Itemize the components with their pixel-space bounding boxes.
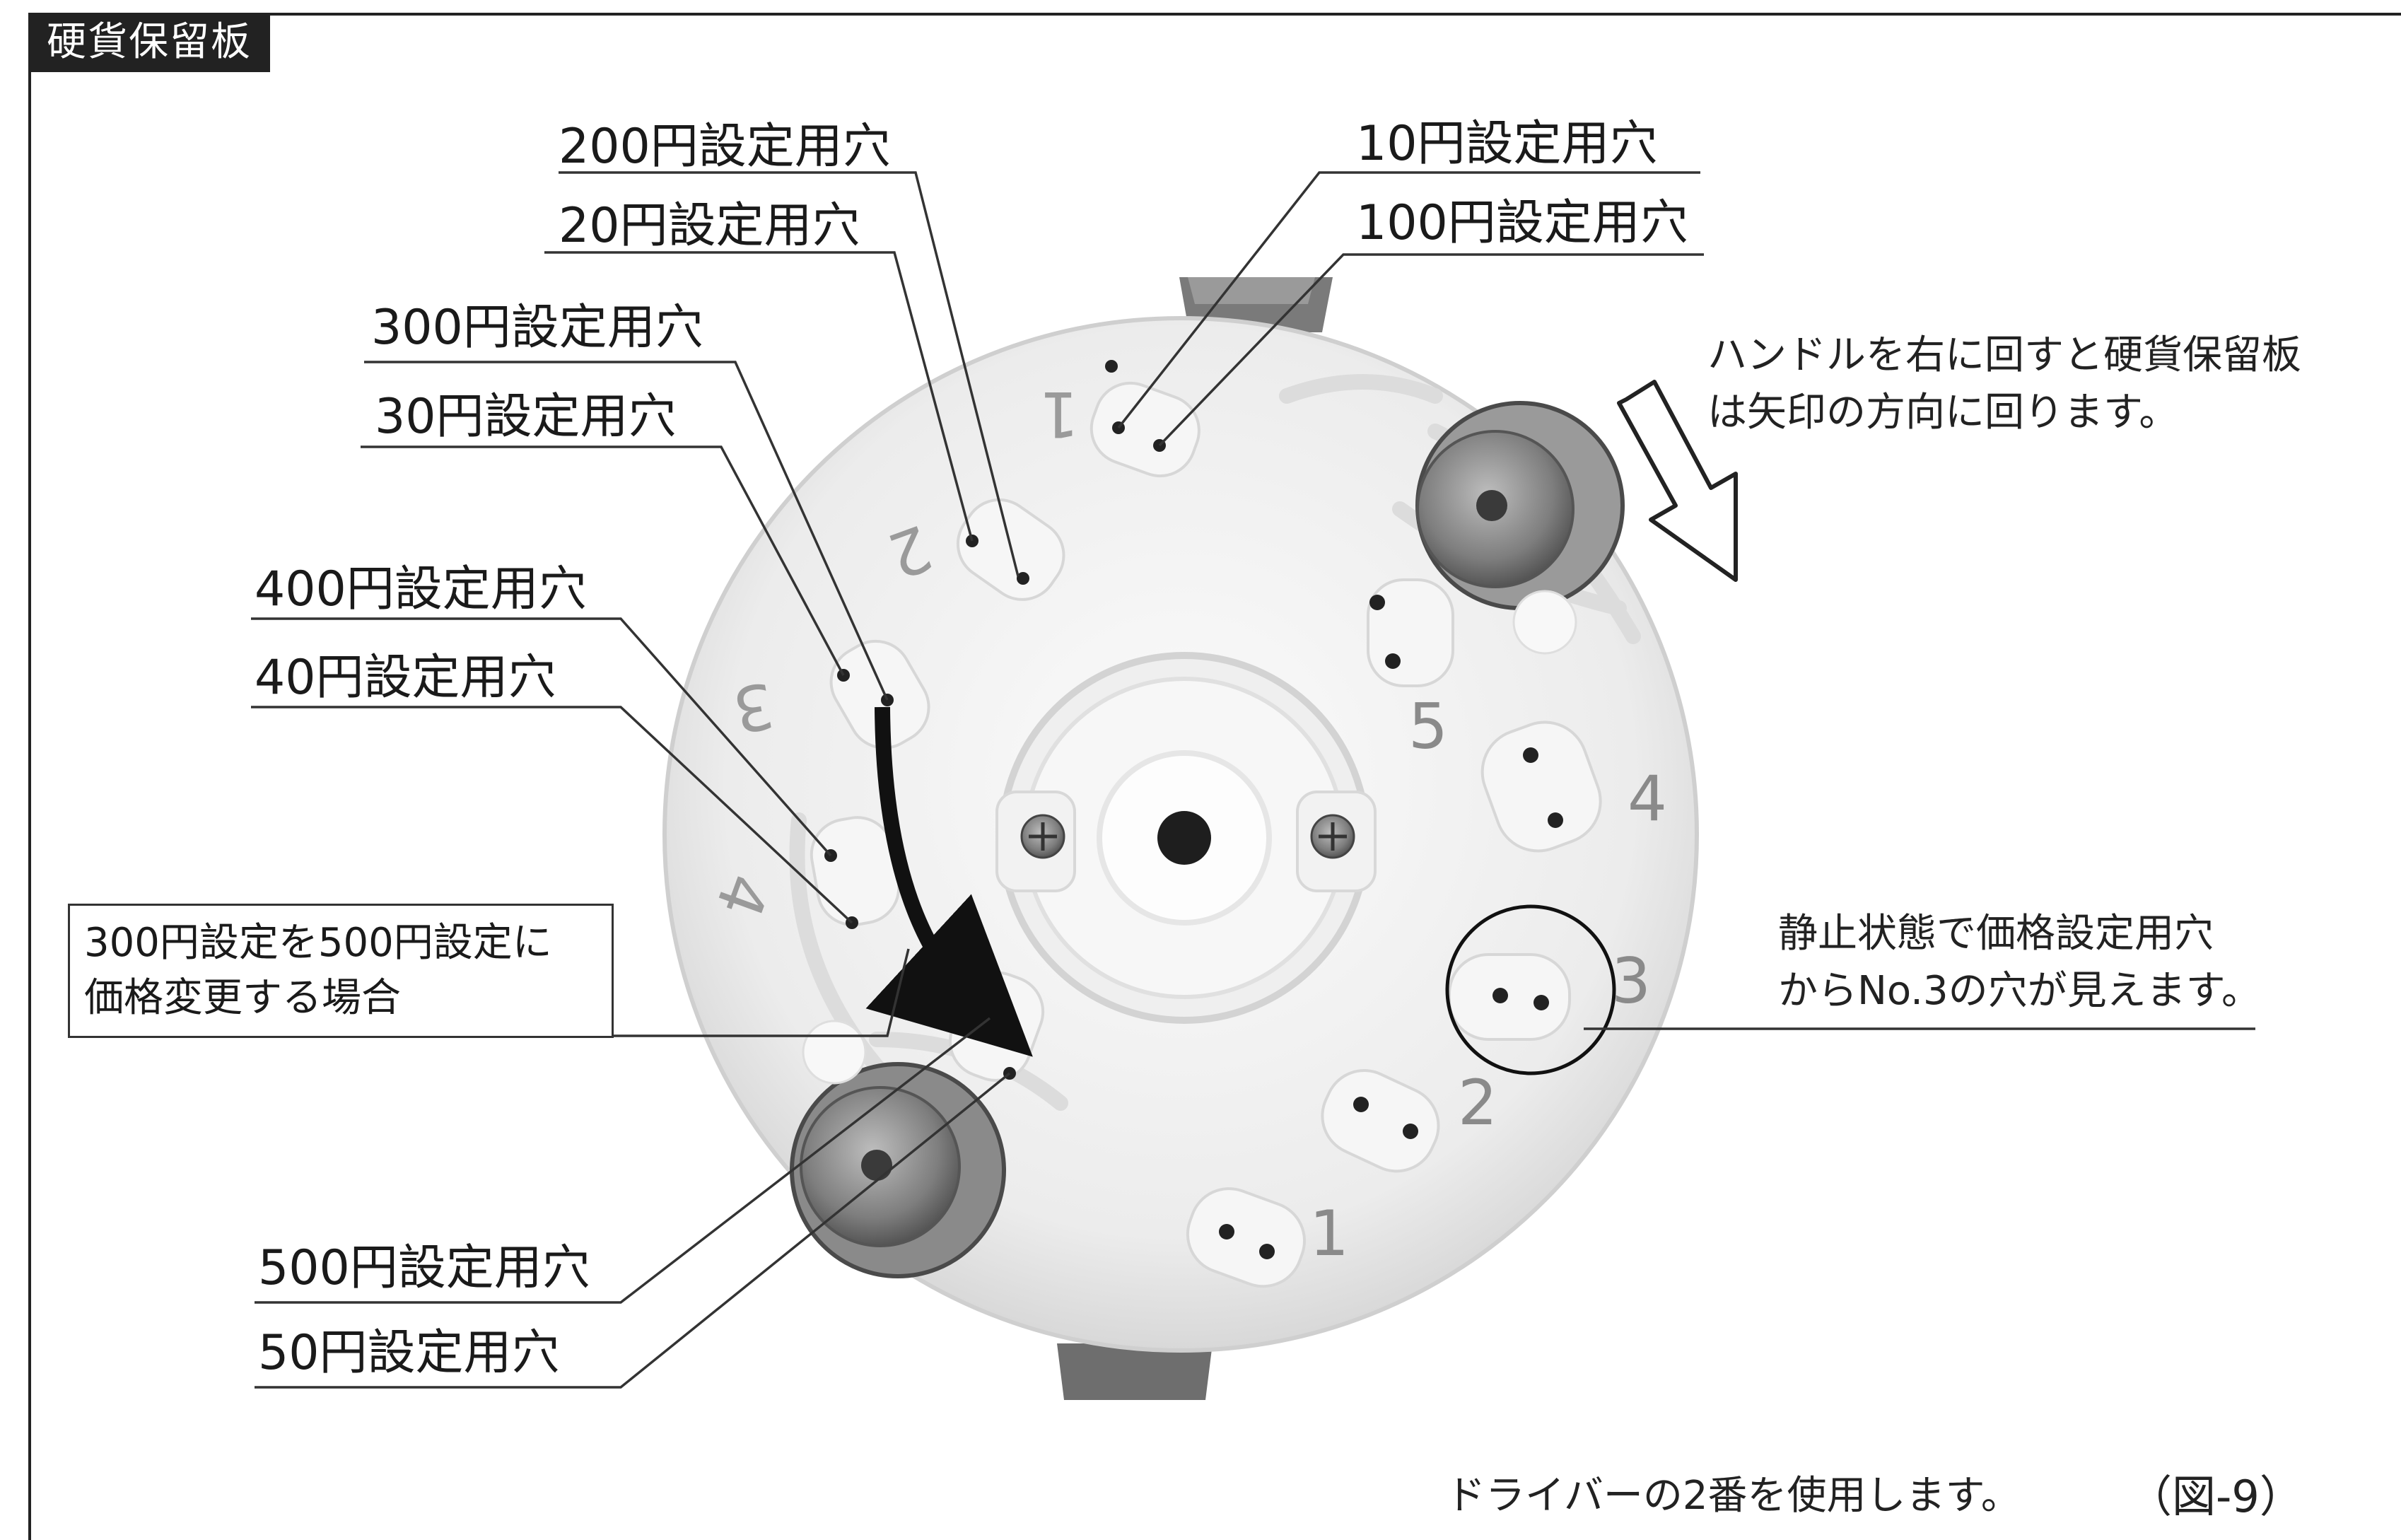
rotation-note: ハンドルを右に回すと硬貨保留板 は矢印の方向に回ります。 — [1707, 327, 2301, 441]
section-title: 硬貨保留板 — [28, 13, 270, 72]
rotation-note-line1: ハンドルを右に回すと硬貨保留板 — [1707, 332, 2301, 378]
label-500yen-hole: 500円設定用穴 — [258, 1240, 590, 1296]
rest-state-note: 静止状態で価格設定用穴 からNo.3の穴が見えます。 — [1778, 905, 2261, 1020]
label-30yen-hole: 30円設定用穴 — [375, 389, 677, 445]
inner-holes — [1219, 595, 1563, 1259]
bottom-tab — [1057, 1343, 1213, 1400]
leader-lines — [251, 171, 2255, 1389]
price-change-line1: 300円設定を500円設定に — [84, 920, 552, 966]
label-20yen-hole: 20円設定用穴 — [559, 198, 860, 254]
label-50yen-hole: 50円設定用穴 — [258, 1325, 560, 1381]
center-boss — [995, 652, 1377, 1024]
inner-number-2: 2 — [1458, 1066, 1497, 1139]
inner-hole-pads — [1186, 578, 1602, 1288]
price-change-line2: 価格変更する場合 — [84, 975, 401, 1021]
inner-number-5: 5 — [1408, 690, 1448, 763]
label-40yen-hole: 40円設定用穴 — [255, 650, 556, 706]
figure-number: （図-9） — [2128, 1471, 2303, 1522]
inner-number-3: 3 — [1611, 945, 1651, 1017]
price-change-callout: 300円設定を500円設定に 価格変更する場合 — [68, 904, 614, 1038]
label-300yen-hole: 300円設定用穴 — [371, 300, 703, 356]
upper-right-roller — [1415, 401, 1625, 655]
no3-highlight-circle — [1445, 904, 1616, 1075]
inner-number-4: 4 — [1628, 762, 1667, 835]
label-100yen-hole: 100円設定用穴 — [1356, 195, 1688, 251]
label-400yen-hole: 400円設定用穴 — [255, 561, 587, 617]
outer-number-1: 1 — [1039, 378, 1079, 450]
rest-state-line1: 静止状態で価格設定用穴 — [1778, 911, 2214, 957]
rest-state-line2: からNo.3の穴が見えます。 — [1778, 968, 2261, 1015]
lower-left-roller — [790, 1020, 1006, 1278]
rotation-direction-arrow — [1617, 380, 1738, 582]
label-10yen-hole: 10円設定用穴 — [1356, 116, 1658, 172]
figure-frame — [28, 13, 2401, 1540]
driver-note: ドライバーの2番を使用します。 — [1446, 1473, 2021, 1519]
price-change-arrow — [865, 706, 1033, 1057]
label-200yen-hole: 200円設定用穴 — [559, 119, 891, 175]
inner-number-1: 1 — [1309, 1197, 1349, 1270]
rotation-note-line2: は矢印の方向に回ります。 — [1707, 390, 2179, 436]
